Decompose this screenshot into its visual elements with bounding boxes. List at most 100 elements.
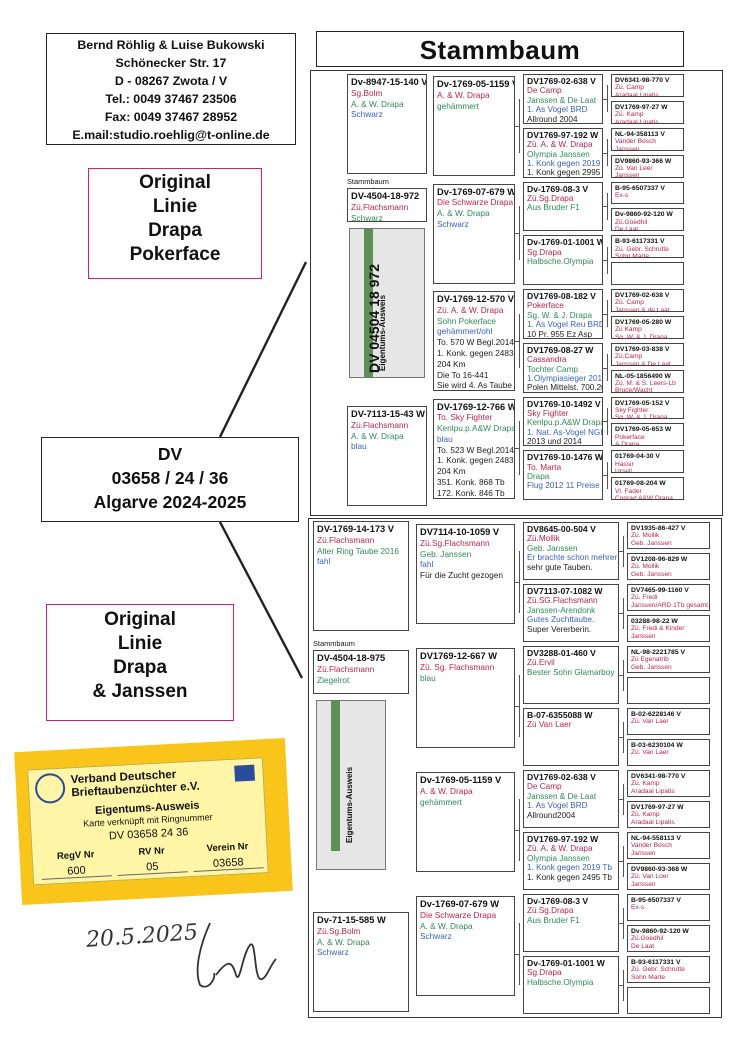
pigeon-card-line: DV6341-98-770 V bbox=[615, 77, 670, 84]
bracket-line bbox=[515, 448, 519, 450]
pigeon-card-line: B-03-6230104 W bbox=[631, 742, 683, 749]
pigeon-card-line: Sohn Marte bbox=[615, 253, 650, 259]
pigeon-card-line: Janssen bbox=[615, 172, 640, 178]
bracket-line bbox=[519, 675, 520, 737]
pigeon-card-line: Sohn Marte bbox=[631, 973, 666, 981]
pigeon-card-line: De Laat bbox=[615, 226, 639, 232]
pigeon-card-line: Geb. Janssen bbox=[631, 570, 672, 578]
pigeon-card-gen4 bbox=[611, 262, 684, 285]
bracket-line bbox=[603, 98, 607, 100]
bracket-line bbox=[515, 830, 519, 831]
pigeon-card-line: Janssen/ARD 1Tb gesamt bbox=[631, 601, 708, 609]
pigeon-card-line: Dv-1769-07-679 W bbox=[437, 186, 515, 197]
pigeon-card-line: DV7113-07-1082 W bbox=[527, 586, 603, 596]
pigeon-card-line: Kenlpu.p.A&W Drapa bbox=[437, 423, 515, 434]
pigeon-card-line: Allround2004 bbox=[527, 810, 576, 820]
bracket-line bbox=[623, 907, 624, 939]
id-card-org: Verband Deutscher Brieftaubenzüchter e.V… bbox=[70, 768, 200, 800]
pigeon-card-line: Sky Fighter bbox=[615, 406, 649, 414]
pigeon-card-line: Zü Van Laer bbox=[527, 720, 572, 730]
pigeon-card-line: Zü. Kamp bbox=[631, 780, 660, 788]
pigeon-card-line: Ex-s bbox=[631, 904, 645, 912]
pigeon-card-line: DV1769-10-1492 V bbox=[527, 398, 601, 409]
pigeon-card-line: Zü.Goedhil bbox=[615, 218, 648, 226]
pigeon-card-line: DV1769-02-638 V bbox=[615, 292, 670, 299]
pigeon-card-line: DV-4504-18-975 bbox=[317, 653, 386, 663]
bracket-line bbox=[619, 737, 623, 738]
bracket-line bbox=[607, 246, 608, 274]
pigeon-card-line: DV1769-97-192 W bbox=[527, 129, 599, 140]
pigeon-card-line: Zü. M. & S. Leers-Lb bbox=[615, 380, 676, 388]
pigeon-card-line: DV1769-02-638 V bbox=[527, 76, 596, 86]
bracket-line bbox=[623, 597, 624, 629]
pigeon-card-line: Er brachte schon mehrer bbox=[527, 553, 618, 563]
pigeon-card-line: Zü. Gebr. Schrutte bbox=[631, 966, 685, 974]
pigeon-card-line: DV1769-97-27 W bbox=[631, 804, 684, 811]
pigeon-card-line: A. & W. Drapa bbox=[420, 920, 473, 931]
pigeon-card-line: A.Drapa bbox=[615, 441, 640, 447]
id-card-inner: Verband Deutscher Brieftaubenzüchter e.V… bbox=[27, 757, 269, 886]
pigeon-card-line: 1. Nat. As-Vogel NGI bbox=[527, 427, 603, 437]
bracket-line bbox=[619, 551, 623, 552]
bracket-line bbox=[519, 923, 520, 985]
pigeon-card-line: gehämmert bbox=[420, 796, 462, 807]
id-card-col2-label: RV Nr bbox=[138, 845, 165, 858]
pigeon-card-line: 01769-08-204 W bbox=[615, 480, 666, 488]
pigeon-card-line: Bruce/Wacht bbox=[615, 387, 653, 393]
pigeon-card-line: 1. As Vogel BRD bbox=[527, 105, 588, 115]
dv-ring-season: Algarve 2024-2025 bbox=[93, 492, 247, 512]
bracket-line bbox=[607, 461, 608, 489]
pigeon-card-line: Zü Egenatrib bbox=[631, 656, 669, 664]
pigeon-card-line: Zü.SG.Flachsmann bbox=[527, 596, 598, 606]
pigeon-card-line: Zü. Van Loer bbox=[631, 873, 669, 881]
bracket-line bbox=[619, 985, 623, 986]
pigeon-card-line: Janssen bbox=[631, 849, 656, 857]
pigeon-card-line: 01769-04-30 V bbox=[615, 453, 660, 461]
ausweis-stripe bbox=[331, 701, 340, 851]
pigeon-card-line: B-07-6355088 W bbox=[527, 710, 593, 720]
pigeon-card-line: Dv-1769-01-1001 W bbox=[527, 237, 603, 248]
pigeon-card-line: Hassir bbox=[615, 460, 634, 468]
pigeon-card-line: B-93-6117331 V bbox=[631, 959, 681, 966]
pigeon-card-line: Zü.Sg.Drapa bbox=[527, 906, 574, 916]
ausweis-ring-number: DV 04504 18 972 bbox=[366, 264, 382, 373]
pigeon-card-line: DV6341-98-770 V bbox=[631, 773, 686, 780]
bracket-line bbox=[607, 300, 608, 328]
pigeon-card-line: Zü.Camp bbox=[615, 353, 643, 361]
pigeon-card-line: DV1769-08-182 V bbox=[527, 291, 596, 301]
pigeon-card-line: Zü.Flachsmann bbox=[351, 419, 409, 430]
pigeon-card-line: DV1769-12-667 W bbox=[420, 651, 497, 661]
pigeon-card-line: 351. Konk. 868 Tb bbox=[437, 477, 505, 488]
pigeon-card-line: Halbsche.Olympia bbox=[527, 977, 594, 987]
pigeon-card-line: Dv-8947-15-140 V bbox=[351, 77, 427, 87]
line-box-2-text-4: & Janssen bbox=[92, 681, 188, 702]
bracket-line bbox=[619, 923, 623, 924]
connector-line-bottom bbox=[218, 521, 304, 679]
bracket-line bbox=[623, 659, 624, 691]
pigeon-card-line: blau bbox=[351, 441, 367, 452]
pigeon-card-line: Sg. W. & J. Drapa bbox=[527, 310, 593, 320]
pigeon-card-line: Schwarz bbox=[317, 947, 349, 958]
pigeon-card-line: Tochter Camp bbox=[527, 364, 578, 374]
pigeon-card-line: 204 Km bbox=[437, 358, 466, 369]
pigeon-card-line: Schwarz bbox=[351, 212, 383, 222]
pigeon-card-line: gehämmert bbox=[437, 100, 479, 111]
pigeon-card-line: Zü. Van Leer bbox=[615, 165, 653, 173]
pigeon-card-line: DV1769-10-1476 W bbox=[527, 452, 603, 463]
pigeon-card-line: NL-05-1856490 W bbox=[615, 372, 671, 380]
pigeon-card-line: Zü. Camp bbox=[615, 84, 644, 92]
dv-ring-number: 03658 / 24 / 36 bbox=[111, 468, 229, 488]
